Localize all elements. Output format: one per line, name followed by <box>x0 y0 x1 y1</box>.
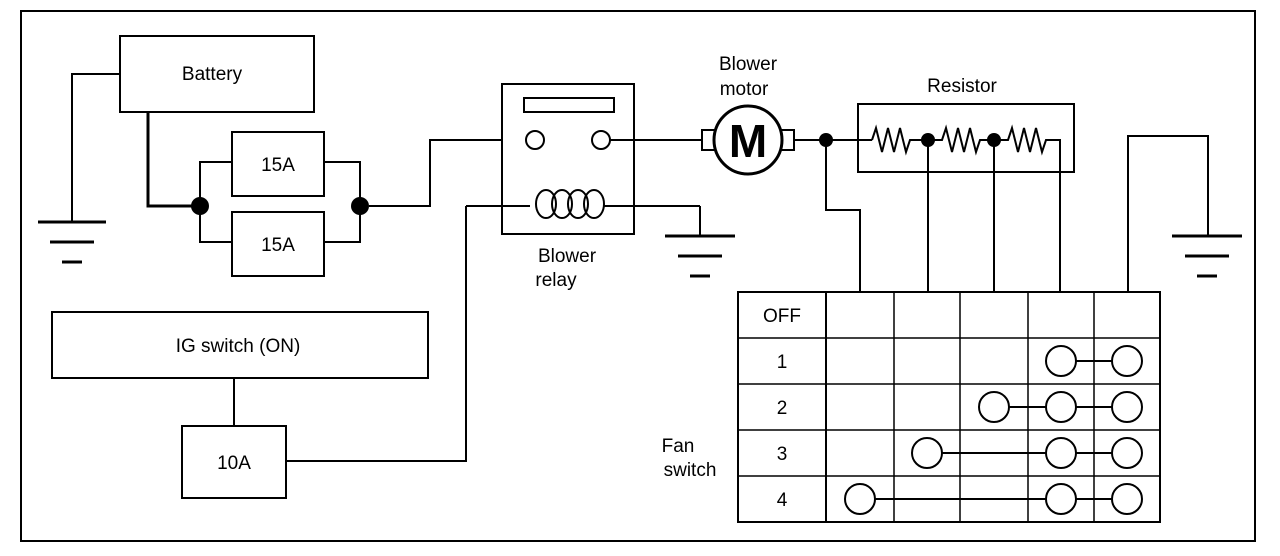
relay-coil <box>466 189 700 219</box>
fan-switch-table: OFF 1 2 3 4 <box>737 291 1161 523</box>
blower-motor-label: motor <box>720 79 769 100</box>
switch-contact <box>1045 391 1077 423</box>
relay-coil-feed-wire <box>286 206 467 462</box>
fuse-15a-bottom-label: 15A <box>261 235 295 256</box>
relay-contact-bar <box>523 97 615 113</box>
relay-terminal <box>525 130 545 150</box>
battery-positive-wire <box>146 112 200 208</box>
diagram-frame <box>20 10 1256 542</box>
switch-contact <box>911 437 943 469</box>
fan-switch-position-label: 4 <box>777 490 788 511</box>
junction-dot <box>191 197 209 215</box>
blower-motor-label: Blower <box>719 54 778 75</box>
fan-switch-label: Fan <box>662 436 695 457</box>
motor-to-switch-wire <box>825 140 861 292</box>
switch-ground-wire <box>1127 135 1209 292</box>
relay-feed-wire <box>369 139 522 207</box>
battery-label: Battery <box>182 64 243 85</box>
fuse-15a-top-label: 15A <box>261 155 295 176</box>
relay-terminal <box>591 130 611 150</box>
resistor-elements <box>858 124 1061 292</box>
junction-dot <box>351 197 369 215</box>
ground-symbol-left <box>38 220 106 264</box>
fan-switch-position-label: OFF <box>763 306 801 327</box>
blower-relay-label: Blower <box>538 246 597 267</box>
resistor-label: Resistor <box>927 76 997 97</box>
blower-relay-label: relay <box>535 270 577 291</box>
switch-contact <box>1111 345 1143 377</box>
ground-symbol-right <box>1172 234 1242 278</box>
fuse-10a <box>181 425 287 499</box>
ig-switch-box <box>51 311 429 379</box>
battery-ground-wire <box>71 73 120 222</box>
ground-symbol-middle <box>665 234 735 278</box>
fan-switch-position-label: 2 <box>777 398 788 419</box>
fuse-15a-bottom <box>231 211 325 277</box>
fan-switch-position-label: 3 <box>777 444 788 465</box>
switch-contact <box>1045 483 1077 515</box>
fan-switch-position-label: 1 <box>777 352 788 373</box>
fuse-15a-top <box>231 131 325 197</box>
switch-contact <box>1111 483 1143 515</box>
motor-symbol: M <box>729 115 767 167</box>
ig-switch-label: IG switch (ON) <box>176 336 301 357</box>
switch-contact <box>1045 345 1077 377</box>
switch-contact <box>1111 391 1143 423</box>
switch-contact <box>844 483 876 515</box>
battery-box <box>119 35 315 113</box>
switch-contact <box>1111 437 1143 469</box>
fuse-10a-label: 10A <box>217 453 251 474</box>
blower-motor <box>712 104 784 176</box>
switch-contact <box>978 391 1010 423</box>
switch-contact <box>1045 437 1077 469</box>
fan-switch-label: switch <box>664 460 717 481</box>
